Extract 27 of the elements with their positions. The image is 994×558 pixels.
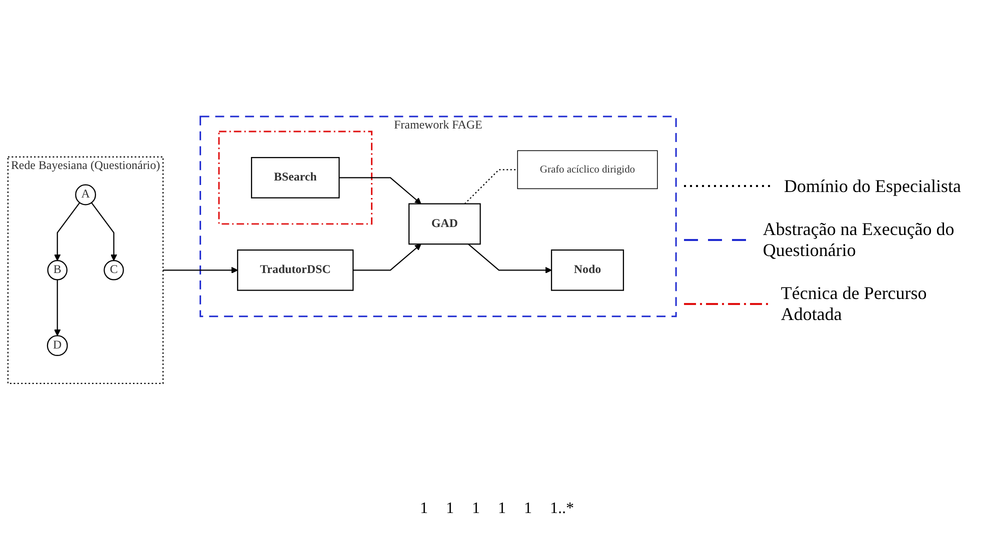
multiplicity-label: 1	[524, 500, 532, 518]
multiplicity-label: 1..*	[550, 500, 574, 518]
arrow	[91, 202, 118, 261]
multiplicity-label: 1	[420, 500, 428, 518]
node-circle: C	[104, 260, 124, 280]
node-box: Nodo	[550, 249, 624, 291]
legend-label: Abstração na Execução do Questionário	[762, 218, 956, 260]
arrow	[54, 280, 61, 336]
node-box: BSearch	[250, 157, 340, 198]
legend-label: Domínio do Especialista	[784, 176, 961, 196]
node-circle: D	[46, 335, 68, 356]
node-box: Grafo acíclico dirigido	[517, 150, 658, 190]
cluster	[218, 130, 372, 225]
node-circle: B	[47, 260, 68, 280]
arrow	[353, 244, 422, 271]
node-circle: A	[75, 184, 96, 206]
legend-label: Técnica de Percurso Adotada	[780, 282, 928, 324]
node-box: TradutorDSC	[237, 249, 354, 291]
arrow	[339, 177, 422, 204]
multiplicity-label: 1	[472, 500, 480, 518]
arrow	[163, 266, 238, 274]
arrow	[468, 244, 552, 274]
multiplicity-label: 1	[446, 500, 454, 518]
node-box: GAD	[408, 203, 481, 245]
connector	[464, 169, 518, 204]
multiplicity-label: 1	[498, 500, 506, 518]
arrow	[54, 202, 80, 261]
